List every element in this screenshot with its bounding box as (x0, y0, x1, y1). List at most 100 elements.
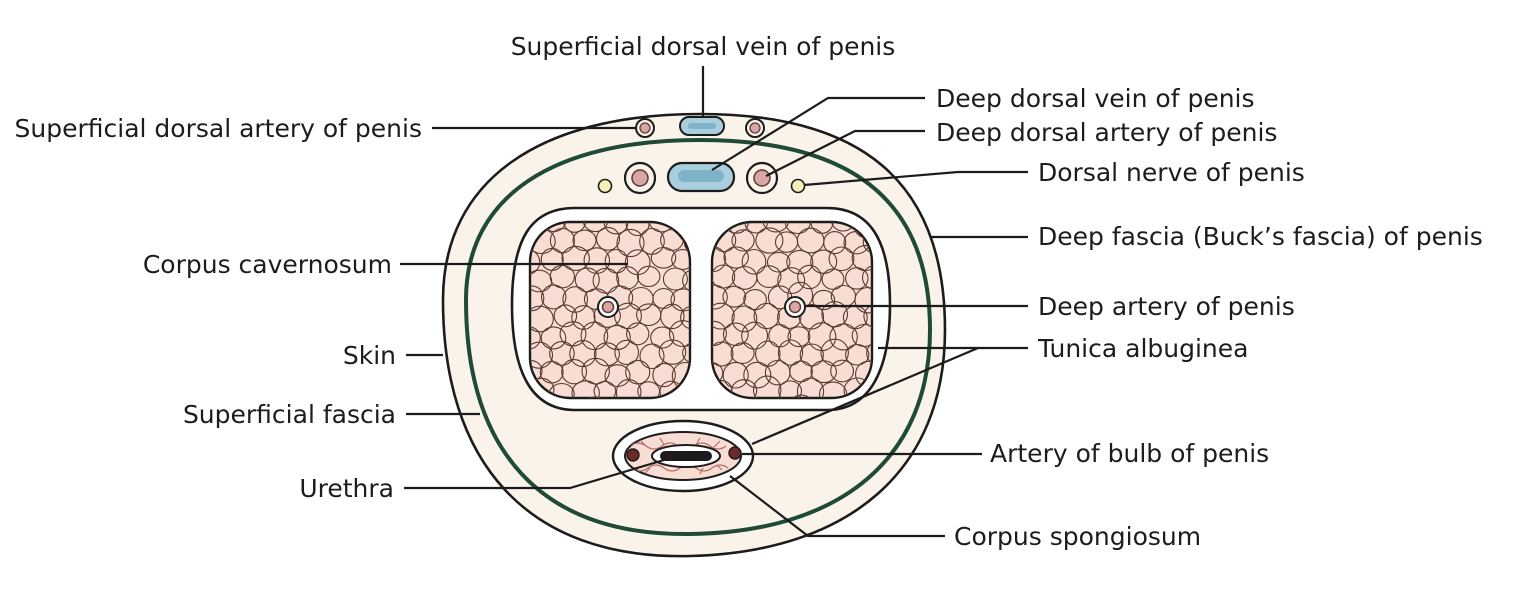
cavernous-cell (650, 246, 677, 269)
cavernous-cell (540, 284, 567, 310)
label-deep-dorsal-artery: Deep dorsal artery of penis (936, 118, 1277, 147)
cavernous-cell (639, 343, 665, 370)
cavernous-cell (722, 361, 749, 389)
cavernous-cell (595, 226, 621, 251)
cavernous-cell (603, 324, 631, 351)
cavernous-cell (799, 343, 824, 367)
cavernous-cell (670, 288, 690, 312)
deep-artery-right-lumen (788, 300, 802, 314)
cavernous-cell (561, 359, 588, 385)
cavernous-cell (530, 326, 541, 350)
cavernous-cell (648, 222, 675, 233)
cavernous-cell (680, 305, 690, 330)
cavernous-cell (854, 286, 872, 314)
cavernous-cell (530, 341, 554, 369)
cavernous-cell (743, 289, 767, 311)
cavernous-cell (752, 375, 782, 398)
cavernous-cell (762, 222, 790, 233)
cavernous-cell (549, 264, 575, 289)
cavernous-cell (530, 305, 554, 333)
cavernous-cell (712, 341, 734, 367)
label-corpus-spongiosum: Corpus spongiosum (954, 522, 1201, 551)
cavernous-cell (845, 344, 870, 366)
cavernous-cell (730, 342, 755, 364)
label-deep-artery: Deep artery of penis (1038, 292, 1295, 321)
urethra-lumen (660, 451, 712, 461)
cavernous-cell (778, 380, 803, 398)
label-superficial-fascia: Superficial fascia (183, 400, 396, 429)
cavernous-cell (636, 265, 661, 288)
cavernous-cell (562, 286, 589, 313)
cavernous-cell (562, 222, 587, 233)
cavernous-cell (830, 359, 855, 383)
cavernous-cell (722, 285, 747, 308)
cavernous-cell (753, 302, 780, 330)
deep-artery-left-lumen (601, 300, 615, 314)
cavernous-cell (668, 320, 690, 348)
cavernous-cell (593, 342, 620, 367)
leader-dorsal-nerve (803, 170, 1028, 187)
label-urethra: Urethra (299, 474, 394, 503)
cavernous-cell (581, 357, 610, 385)
cavernous-cell (549, 341, 575, 366)
cavernous-cell (614, 339, 640, 366)
label-artery-of-bulb: Artery of bulb of penis (990, 439, 1269, 468)
cavernous-cell (561, 245, 590, 271)
cavernous-cell (582, 222, 609, 233)
cavernous-cell (671, 249, 690, 270)
cavernous-cell (810, 360, 837, 384)
label-dorsal-nerve: Dorsal nerve of penis (1038, 158, 1305, 187)
cavernous-cell (784, 222, 811, 235)
cavernous-cell (530, 377, 555, 398)
cavernous-cell (571, 380, 600, 398)
cavernous-cell (626, 322, 650, 346)
deep-fascia-ring (463, 137, 933, 537)
cavernous-cell (723, 222, 750, 234)
cavernous-cell (861, 264, 872, 291)
cavernous-cell (818, 381, 848, 398)
leader-corpus-spongiosum (729, 475, 945, 538)
cavernous-cell (660, 303, 685, 330)
cavernous-cell (796, 377, 825, 398)
label-superficial-dorsal-vein: Superficial dorsal vein of penis (511, 32, 896, 61)
cavernous-cell (866, 341, 872, 366)
cavernous-cell (593, 380, 617, 398)
cavernous-cell (828, 246, 855, 272)
cavernous-cell (821, 268, 845, 290)
leader-tunica-albuginea-2 (751, 346, 979, 446)
leader-lines (400, 66, 1028, 538)
cavernous-cell (786, 249, 814, 275)
cavernous-cell (731, 229, 755, 252)
cavernous-cell (712, 361, 724, 385)
cavernous-cell (553, 304, 578, 328)
cavernous-cell (777, 339, 804, 366)
cavernous-cell (741, 321, 769, 350)
cavernous-cell (658, 339, 687, 365)
label-corpus-cavernosum: Corpus cavernosum (143, 250, 392, 279)
leader-deep-dorsal-vein (711, 96, 925, 171)
cavernous-cell (823, 231, 847, 255)
cavernous-cell (755, 227, 784, 254)
cavernous-cell (797, 264, 822, 290)
leader-urethra (404, 458, 665, 490)
cavernous-cell (743, 361, 772, 389)
cavernous-cell (830, 222, 856, 232)
cavernous-cell (812, 289, 836, 311)
cavernous-cell (756, 265, 782, 288)
cavernous-cell (787, 394, 816, 398)
cavernous-cell (616, 228, 645, 258)
cavernous-cell (530, 285, 545, 312)
cavernous-cell (603, 222, 629, 235)
cavernous-cell (580, 321, 609, 351)
cavernous-cell (845, 267, 869, 290)
cavernous-cell (530, 249, 541, 275)
cavernous-cell (722, 322, 749, 347)
cavernous-cell (683, 229, 690, 255)
cavernous-cell (723, 246, 749, 269)
cavernous-cell (741, 248, 767, 275)
cavernous-cell (682, 342, 690, 364)
label-skin: Skin (343, 341, 396, 370)
cavernous-cell (829, 323, 858, 351)
cavernous-cell (615, 379, 642, 398)
cavernous-cell (730, 379, 758, 398)
